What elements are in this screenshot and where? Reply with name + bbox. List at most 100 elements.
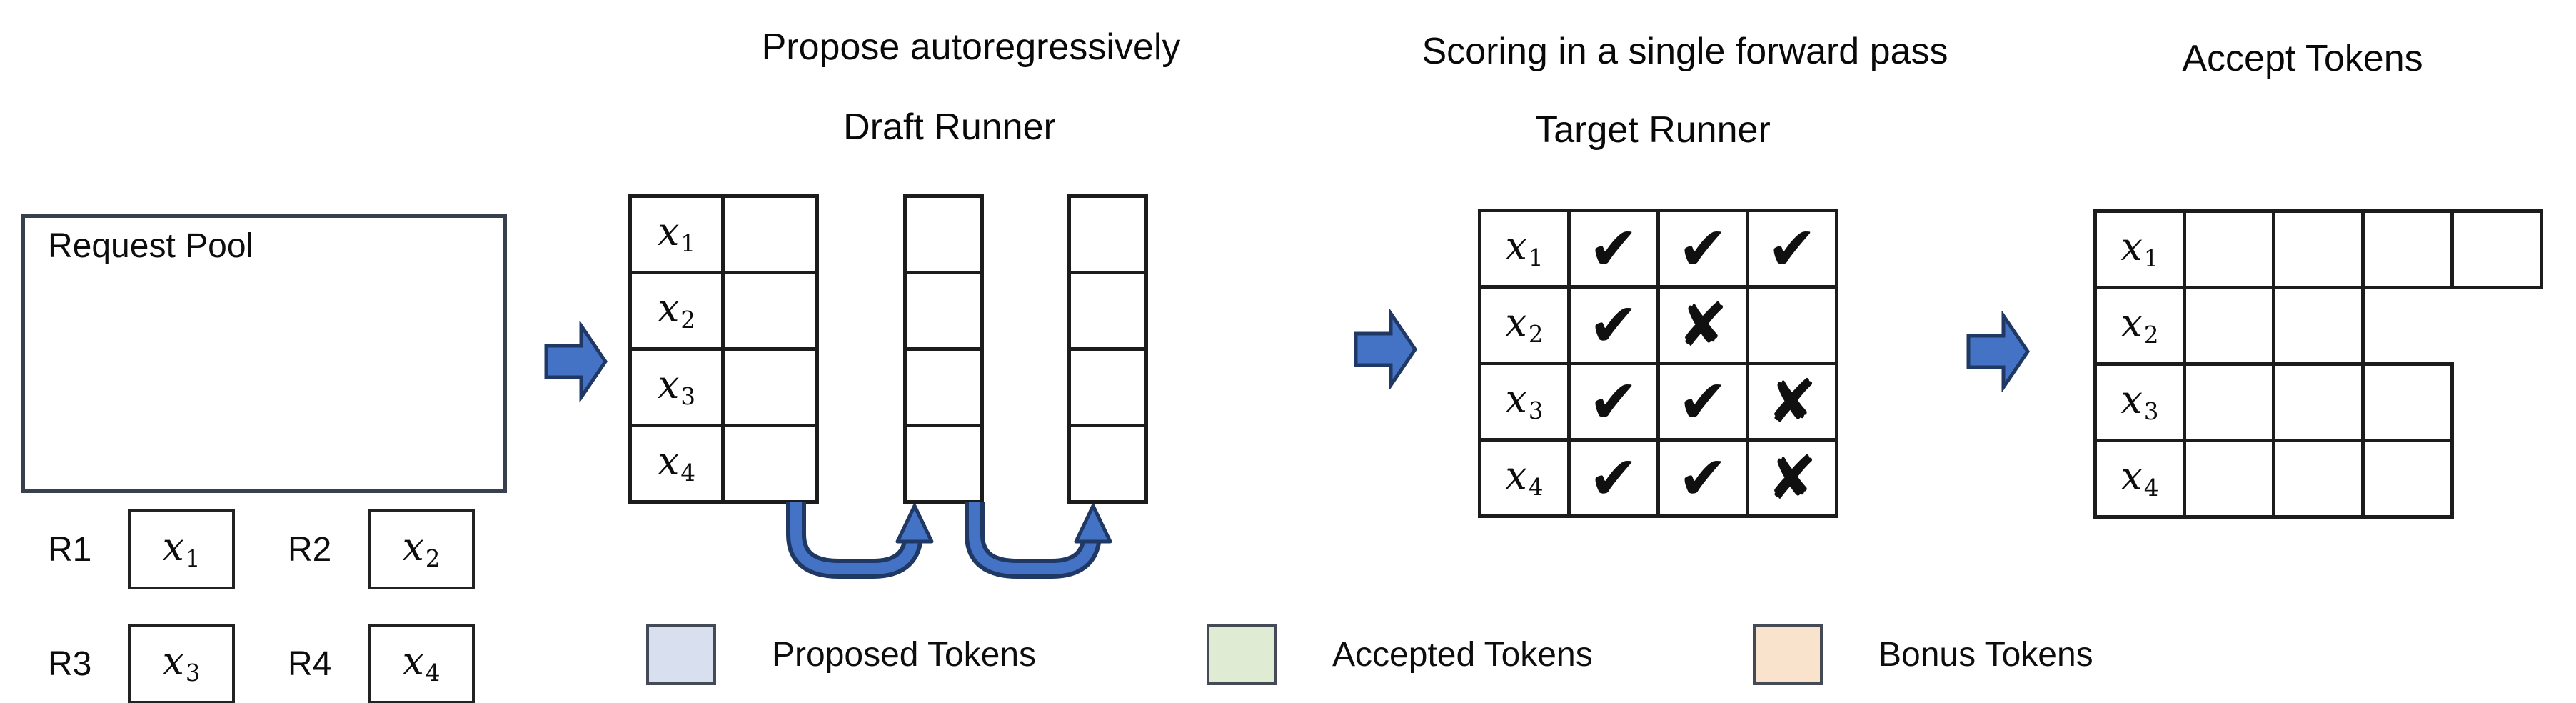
accepted-token-cell <box>2183 362 2275 442</box>
accept-row-label: x3 <box>2093 362 2186 442</box>
check-mark-icon: ✔ <box>1567 362 1660 442</box>
flow-arrow-icon <box>1966 311 2031 392</box>
proposed-token-cell <box>721 347 819 427</box>
target-row-label: x2 <box>1478 285 1571 365</box>
target-runner-subtitle: Target Runner <box>1535 109 1771 151</box>
request-entry: R2 x2 <box>288 509 475 589</box>
token-label: x4 <box>657 439 696 487</box>
accept-row-label: x4 <box>2093 439 2186 519</box>
empty-region <box>2452 441 2542 517</box>
token-label: x4 <box>2120 454 2159 502</box>
draft-table: x1 x2 x3 x4 <box>628 194 819 504</box>
cross-mark-icon: ✘ <box>1746 362 1838 442</box>
draft-row-label: x4 <box>628 424 725 504</box>
draft-row-label: x2 <box>628 271 725 351</box>
accepted-token-cell <box>2272 362 2365 442</box>
target-table: x1✔✔✔x2✔✘x3✔✔✘x4✔✔✘ <box>1478 209 1838 518</box>
legend-item-proposed: Proposed Tokens <box>646 623 1036 686</box>
empty-region <box>2452 364 2542 441</box>
request-entry: R4 x4 <box>288 624 475 703</box>
draft-col-3 <box>1067 194 1148 504</box>
cross-mark-icon: ✘ <box>1746 438 1838 518</box>
request-id: R4 <box>288 644 332 683</box>
token-label: x4 <box>1505 453 1544 502</box>
request-id: R1 <box>48 530 92 569</box>
token-label: x1 <box>1505 224 1544 272</box>
proposed-token-cell <box>1067 424 1148 504</box>
proposed-token-cell <box>1067 347 1148 427</box>
legend-label: Proposed Tokens <box>772 635 1037 674</box>
score-cell-empty <box>1746 285 1838 365</box>
proposed-token-cell <box>721 271 819 351</box>
check-mark-icon: ✔ <box>1567 438 1660 518</box>
loop-arrow-icon <box>965 502 1112 579</box>
legend-item-bonus: Bonus Tokens <box>1753 623 2093 686</box>
bonus-token-cell <box>2450 209 2543 289</box>
proposed-token-cell <box>721 194 819 274</box>
request-pool-title: Request Pool <box>48 227 254 265</box>
accepted-token-cell <box>2183 439 2275 519</box>
proposed-token-cell <box>903 347 984 427</box>
target-section-title: Scoring in a single forward pass <box>1422 31 1948 72</box>
accepted-token-cell <box>2183 286 2275 366</box>
accept-table: x1 x2 x3 x4 <box>2093 209 2543 519</box>
accept-row-label: x1 <box>2093 209 2186 289</box>
token-label: x3 <box>1505 377 1544 425</box>
accepted-token-cell <box>2361 209 2454 289</box>
empty-region <box>2452 288 2542 364</box>
check-mark-icon: ✔ <box>1746 209 1838 289</box>
request-id: R2 <box>288 530 332 569</box>
token-label: x1 <box>657 209 696 258</box>
request-id: R3 <box>48 644 92 683</box>
proposed-token-cell <box>903 424 984 504</box>
proposed-token-cell <box>903 194 984 274</box>
token-label: x2 <box>2120 301 2159 349</box>
request-entry: R1 x1 <box>48 509 235 589</box>
draft-runner-subtitle: Draft Runner <box>843 106 1056 148</box>
token-label: x1 <box>162 524 201 573</box>
empty-region <box>2363 288 2452 364</box>
legend-label: Bonus Tokens <box>1878 635 2093 674</box>
accepted-token-cell <box>2183 209 2275 289</box>
legend-item-accepted: Accepted Tokens <box>1207 623 1593 686</box>
proposed-token-cell <box>721 424 819 504</box>
token-label: x2 <box>657 286 696 334</box>
token-label: x2 <box>1505 300 1544 349</box>
accept-section-title: Accept Tokens <box>2182 38 2423 79</box>
check-mark-icon: ✔ <box>1656 209 1749 289</box>
legend-label: Accepted Tokens <box>1332 635 1593 674</box>
token-box: x4 <box>368 624 475 703</box>
token-label: x3 <box>2120 377 2159 426</box>
target-row-label: x3 <box>1478 362 1571 442</box>
loop-arrow-icon <box>786 502 934 579</box>
check-mark-icon: ✔ <box>1656 362 1749 442</box>
proposed-token-swatch <box>646 624 716 685</box>
flow-arrow-icon <box>1354 309 1418 389</box>
bonus-token-cell <box>2361 362 2454 442</box>
check-mark-icon: ✔ <box>1656 438 1749 518</box>
request-entry: R3 x3 <box>48 624 235 703</box>
proposed-token-cell <box>903 271 984 351</box>
proposed-token-cell <box>1067 271 1148 351</box>
proposed-token-cell <box>1067 194 1148 274</box>
token-box: x1 <box>128 509 235 589</box>
token-box: x3 <box>128 624 235 703</box>
token-label: x2 <box>402 524 441 573</box>
check-mark-icon: ✔ <box>1567 285 1660 365</box>
cross-mark-icon: ✘ <box>1656 285 1749 365</box>
draft-row-label: x1 <box>628 194 725 274</box>
draft-col-2 <box>903 194 984 504</box>
draft-section-title: Propose autoregressively <box>761 26 1181 68</box>
bonus-token-cell <box>2272 286 2365 366</box>
accepted-token-cell <box>2272 439 2365 519</box>
draft-row-label: x3 <box>628 347 725 427</box>
accepted-token-swatch <box>1207 624 1277 685</box>
bonus-token-cell <box>2361 439 2454 519</box>
token-box: x2 <box>368 509 475 589</box>
target-row-label: x4 <box>1478 438 1571 518</box>
accept-row-label: x2 <box>2093 286 2186 366</box>
bonus-token-swatch <box>1753 624 1823 685</box>
target-row-label: x1 <box>1478 209 1571 289</box>
